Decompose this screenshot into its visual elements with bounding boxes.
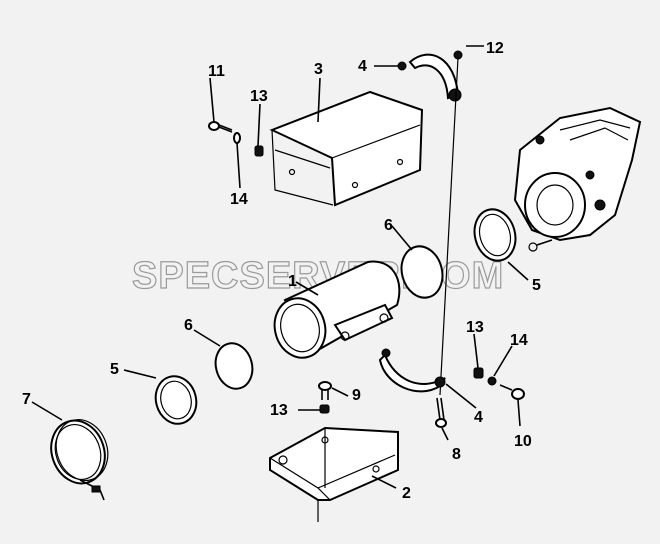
pipe-part bbox=[273, 260, 401, 359]
bolt-11-part bbox=[499, 384, 525, 400]
callout-7: 7 bbox=[22, 391, 31, 408]
washer-14-part bbox=[233, 132, 241, 144]
turbocharger-housing-part bbox=[513, 106, 642, 252]
callout-11: 10 bbox=[514, 433, 532, 450]
seal-ring-6-upper bbox=[400, 245, 444, 299]
washer-14-lower-right bbox=[487, 376, 497, 386]
upper-clamp-part bbox=[397, 53, 462, 102]
callout-13-bottom: 13 bbox=[270, 402, 288, 419]
band-clamp-part bbox=[50, 419, 109, 501]
leader-lines bbox=[31, 45, 529, 489]
callout-13-top: 13 bbox=[250, 88, 268, 105]
bolt-10-part bbox=[318, 381, 332, 400]
callout-5-top: 5 bbox=[532, 277, 541, 294]
callout-3: 3 bbox=[314, 61, 323, 78]
nut-13-lower-center bbox=[319, 404, 330, 414]
callout-13-right: 13 bbox=[466, 319, 484, 336]
seal-ring-6-lower bbox=[214, 342, 254, 390]
callout-6-bottom: 6 bbox=[184, 317, 193, 334]
callout-14-top: 14 bbox=[230, 191, 248, 208]
nut-13-part bbox=[254, 145, 264, 157]
heat-shield-part bbox=[269, 90, 424, 207]
callout-4-bottom: 4 bbox=[474, 409, 483, 426]
nut-12-part bbox=[453, 50, 463, 60]
bracket-part bbox=[269, 426, 399, 522]
callout-12: 12 bbox=[486, 40, 504, 57]
assembly-line bbox=[439, 57, 459, 396]
callout-5-bottom: 5 bbox=[110, 361, 119, 378]
lower-clamp-part bbox=[378, 348, 446, 393]
seal-ring-5-upper bbox=[473, 208, 517, 262]
callout-8: 8 bbox=[452, 446, 461, 463]
bolt-9-part bbox=[208, 121, 233, 133]
callout-2: 2 bbox=[402, 485, 411, 502]
nut-13-lower-right bbox=[473, 367, 484, 379]
callout-4-top: 4 bbox=[358, 58, 367, 75]
callout-14-right: 14 bbox=[510, 332, 528, 349]
bolt-8-part bbox=[435, 397, 447, 428]
callout-10: 9 bbox=[352, 387, 361, 404]
callout-6-top: 6 bbox=[384, 217, 393, 234]
seal-ring-5-lower bbox=[154, 375, 198, 425]
callout-9: 11 bbox=[208, 63, 225, 80]
callout-labels: 11 13 14 3 4 12 6 5 1 6 5 7 13 14 4 8 10… bbox=[22, 40, 541, 502]
callout-1: 1 bbox=[288, 273, 297, 290]
